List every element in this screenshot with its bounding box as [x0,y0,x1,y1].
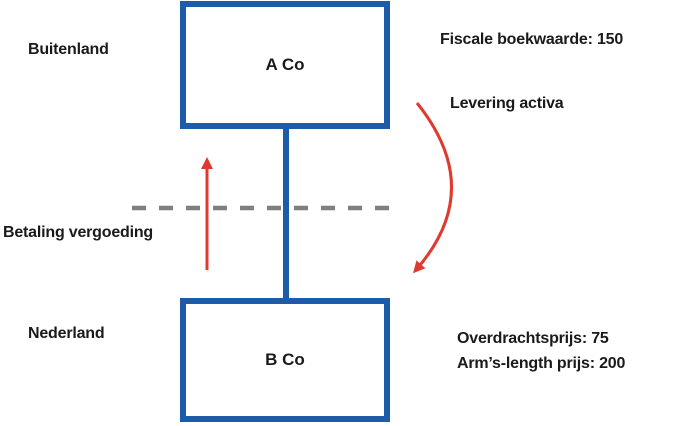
entity-box-b-co: B Co [180,298,390,422]
annotation-fiscale-boekwaarde: Fiscale boekwaarde: 150 [440,31,624,48]
region-label-nederland: Nederland [28,325,105,342]
entity-label-b-co: B Co [265,350,305,369]
entity-box-a-co: A Co [180,1,390,129]
annotation-betaling-vergoeding: Betaling vergoeding [3,224,153,241]
annotation-levering-activa: Levering activa [450,95,564,112]
delivery-curved-down-arrow-icon [413,102,453,274]
region-label-buitenland: Buitenland [28,41,109,58]
annotation-price-block: Overdrachtsprijs: 75 Arm’s-length prijs:… [457,326,625,376]
entity-label-a-co: A Co [265,55,305,74]
annotation-overdrachtsprijs: Overdrachtsprijs: 75 [457,330,609,347]
annotation-arms-length-prijs: Arm’s-length prijs: 200 [457,355,626,372]
